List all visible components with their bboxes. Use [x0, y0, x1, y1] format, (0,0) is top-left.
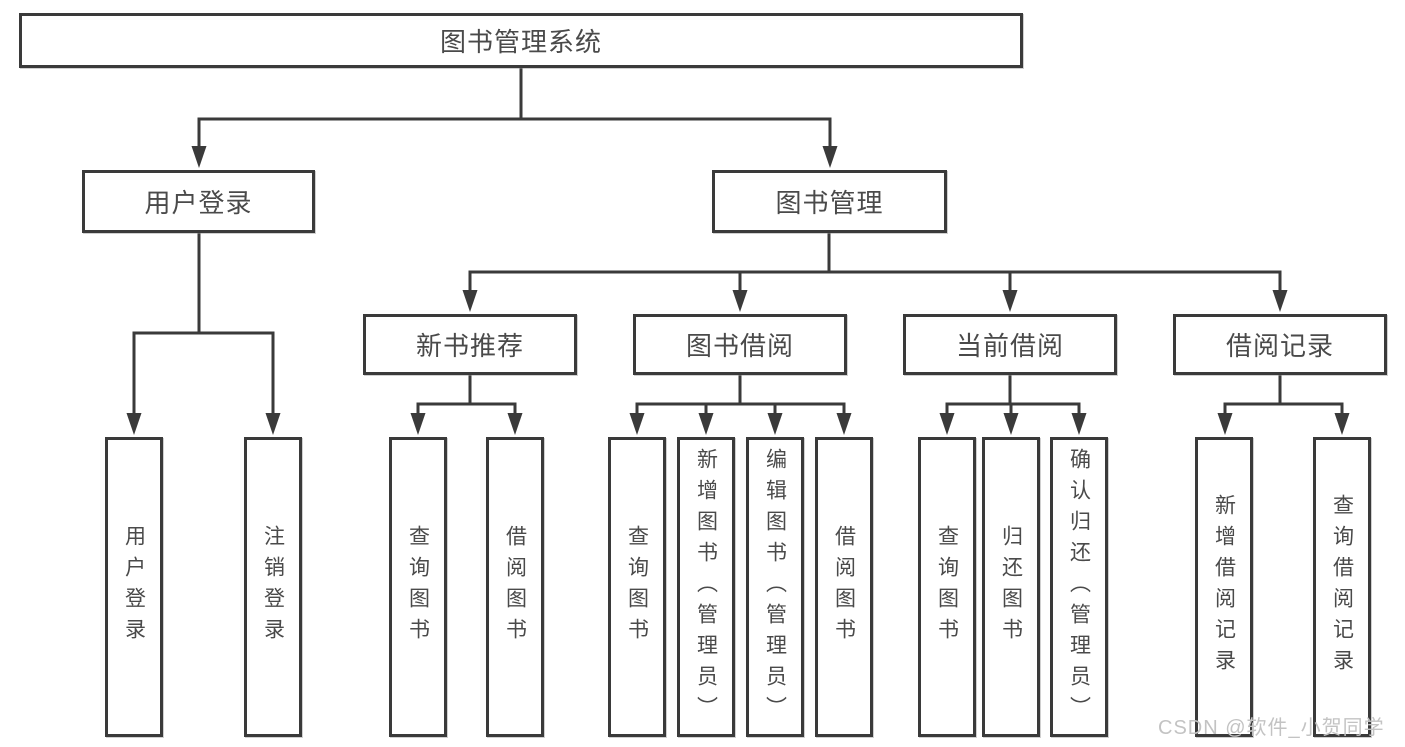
leaf-query-books-borrowing: 查询图书	[608, 437, 666, 737]
csdn-watermark: CSDN @软件_小贺同学	[1158, 717, 1385, 739]
leaf-borrow-books-borrowing: 借阅图书	[815, 437, 873, 737]
arrowhead-icon	[410, 413, 426, 435]
arrowhead-icon	[1217, 413, 1233, 435]
leaf-query-borrow-record: 查询借阅记录	[1313, 437, 1371, 737]
node-book-management: 图书管理	[712, 170, 947, 233]
arrowhead-icon	[939, 413, 955, 435]
arrowhead-icon	[732, 290, 748, 312]
arrowhead-icon	[1272, 290, 1288, 312]
node-user-login: 用户登录	[82, 170, 315, 233]
node-label: 图书管理	[775, 188, 884, 218]
leaf-label: 确认归还（管理员）	[1067, 447, 1091, 727]
arrowhead-icon	[1003, 413, 1019, 435]
leaf-edit-books-admin: 编辑图书（管理员）	[746, 437, 804, 737]
arrowhead-icon	[1071, 413, 1087, 435]
node-book-borrowing: 图书借阅	[633, 314, 847, 375]
arrowhead-icon	[126, 413, 142, 435]
node-borrowing-records: 借阅记录	[1173, 314, 1387, 375]
leaf-user-login: 用户登录	[105, 437, 163, 737]
arrowhead-icon	[767, 413, 783, 435]
leaf-label: 新增借阅记录	[1212, 494, 1236, 680]
arrowhead-icon	[1334, 413, 1350, 435]
leaf-query-books-current: 查询图书	[918, 437, 976, 737]
node-label: 借阅记录	[1225, 331, 1334, 361]
leaf-label: 新增图书（管理员）	[694, 447, 718, 727]
node-library-management-system: 图书管理系统	[19, 13, 1023, 68]
leaf-confirm-return-admin: 确认归还（管理员）	[1050, 437, 1108, 737]
arrowhead-icon	[507, 413, 523, 435]
leaf-label: 查询图书	[406, 525, 430, 649]
arrowhead-icon	[822, 146, 838, 168]
arrowhead-icon	[836, 413, 852, 435]
arrowhead-icon	[191, 146, 207, 168]
leaf-query-books-recommend: 查询图书	[389, 437, 447, 737]
leaf-borrow-books-recommend: 借阅图书	[486, 437, 544, 737]
leaf-label: 借阅图书	[503, 525, 527, 649]
node-label: 图书管理系统	[439, 27, 602, 57]
leaf-label: 用户登录	[122, 525, 146, 649]
leaf-label: 借阅图书	[832, 525, 856, 649]
arrowhead-icon	[462, 290, 478, 312]
node-label: 图书借阅	[685, 331, 794, 361]
arrowhead-icon	[629, 413, 645, 435]
arrowhead-icon	[698, 413, 714, 435]
leaf-label: 归还图书	[999, 525, 1023, 649]
leaf-label: 编辑图书（管理员）	[763, 447, 787, 727]
node-new-book-recommendation: 新书推荐	[363, 314, 577, 375]
leaf-logout: 注销登录	[244, 437, 302, 737]
node-label: 用户登录	[144, 188, 253, 218]
leaf-add-borrow-record: 新增借阅记录	[1195, 437, 1253, 737]
leaf-label: 查询图书	[625, 525, 649, 649]
arrowhead-icon	[265, 413, 281, 435]
node-label: 新书推荐	[415, 331, 524, 361]
leaf-label: 查询图书	[935, 525, 959, 649]
node-label: 当前借阅	[955, 331, 1064, 361]
leaf-label: 注销登录	[261, 525, 285, 649]
arrowhead-icon	[1002, 290, 1018, 312]
node-current-borrowing: 当前借阅	[903, 314, 1117, 375]
leaf-add-books-admin: 新增图书（管理员）	[677, 437, 735, 737]
leaf-label: 查询借阅记录	[1330, 494, 1354, 680]
leaf-return-books: 归还图书	[982, 437, 1040, 737]
